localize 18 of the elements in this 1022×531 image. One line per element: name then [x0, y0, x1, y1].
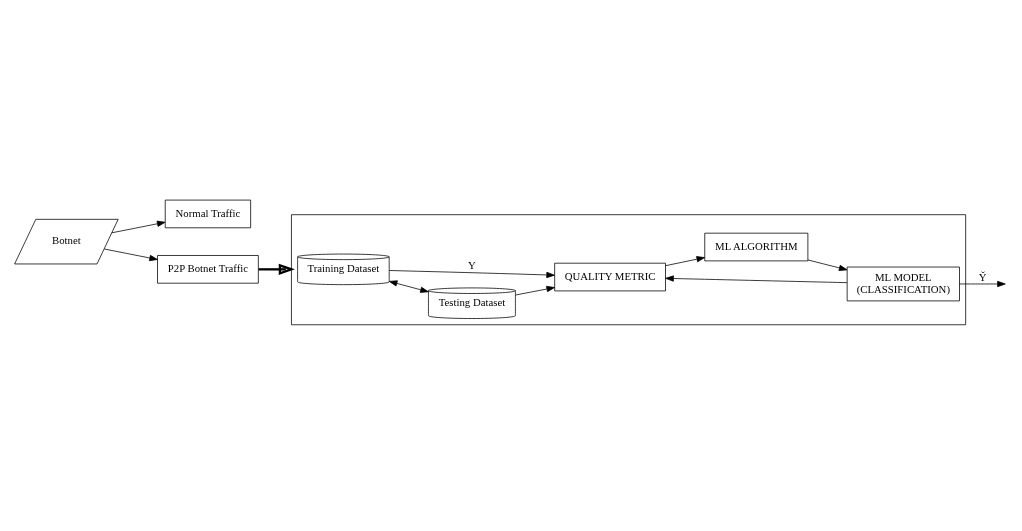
- cluster: [290, 214, 966, 326]
- node-box: ML MODEL (CLASSIFICATION): [846, 266, 960, 302]
- arrow: [388, 280, 429, 293]
- arrow: [664, 275, 847, 284]
- arrow: [258, 263, 295, 275]
- arrow: [103, 248, 158, 262]
- node-box: ML ALGORITHM: [703, 232, 808, 262]
- node-box: QUALITY METRIC: [553, 262, 666, 292]
- edge-label: Y̌: [978, 271, 986, 284]
- arrow: [514, 285, 555, 296]
- arrow: [958, 280, 1006, 288]
- node-box: Normal Traffic: [164, 199, 251, 229]
- arrow: [664, 256, 705, 267]
- edge-label: Y: [467, 258, 476, 271]
- arrow: [110, 220, 165, 234]
- arrow: [388, 270, 555, 279]
- node-box: P2P Botnet Traffic: [156, 255, 259, 284]
- arrow: [807, 259, 847, 271]
